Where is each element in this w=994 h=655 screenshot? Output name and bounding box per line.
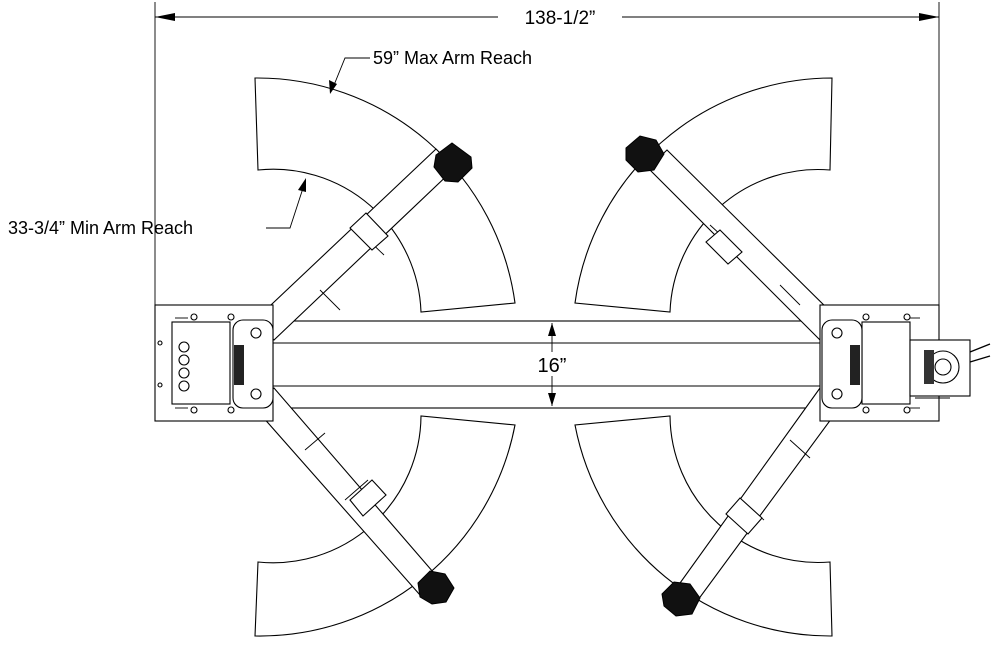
arrow-up-icon bbox=[548, 323, 556, 336]
power-unit-motor-icon bbox=[909, 339, 991, 399]
arrow-down-icon bbox=[548, 393, 556, 406]
overall-width-dimension: 138-1/2” bbox=[154, 2, 940, 305]
arm-upper-left bbox=[253, 142, 473, 341]
max-arm-reach-label: 59” Max Arm Reach bbox=[373, 48, 532, 68]
overall-width-label: 138-1/2” bbox=[525, 8, 596, 29]
lift-pad-icon bbox=[433, 142, 473, 183]
left-column bbox=[154, 304, 274, 422]
lift-pad-icon bbox=[417, 570, 455, 605]
sweep-upper-left bbox=[254, 77, 516, 313]
sweep-lower-right bbox=[574, 415, 833, 637]
gap-dimension: 16” bbox=[532, 323, 572, 406]
arrow-left-icon bbox=[155, 13, 175, 21]
lift-pad-icon bbox=[625, 135, 665, 173]
leader-arrow-icon bbox=[329, 80, 337, 94]
arrow-right-icon bbox=[919, 13, 939, 21]
min-arm-reach-callout: 33-3/4” Min Arm Reach bbox=[8, 178, 306, 238]
max-arm-reach-callout: 59” Max Arm Reach bbox=[329, 48, 532, 94]
gap-label: 16” bbox=[538, 355, 567, 377]
arm-lower-right bbox=[661, 387, 841, 617]
leader-arrow-icon bbox=[298, 178, 306, 192]
lift-pad-icon bbox=[661, 581, 701, 617]
min-arm-reach-label: 33-3/4” Min Arm Reach bbox=[8, 218, 193, 238]
